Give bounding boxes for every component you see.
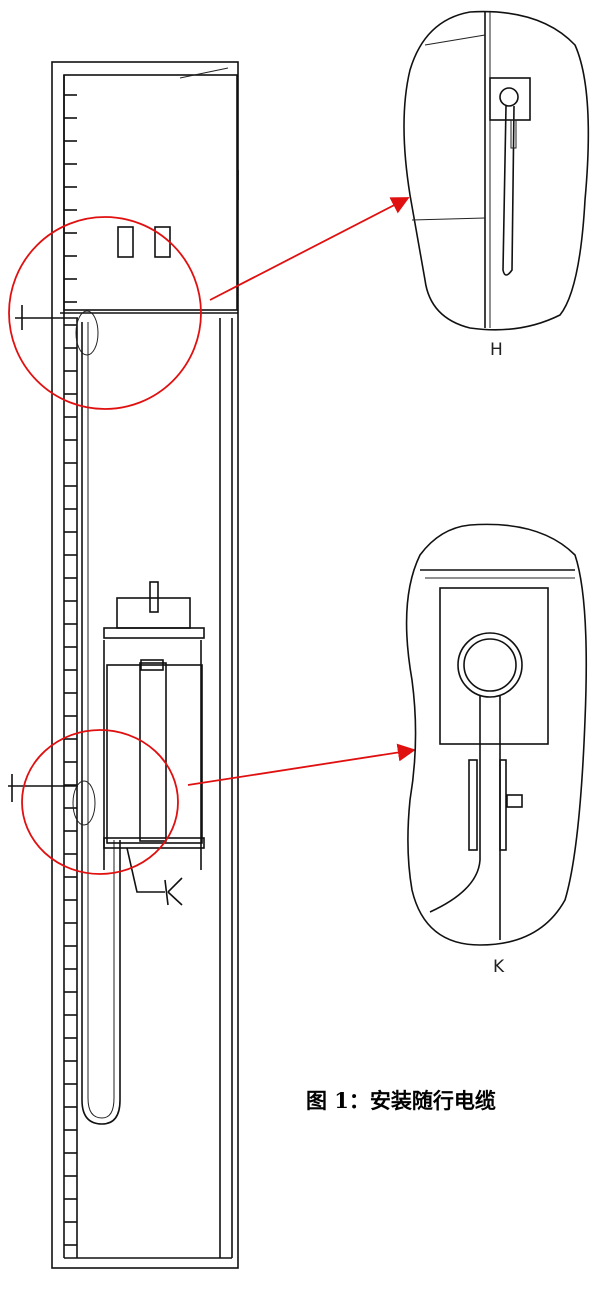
arrow-to-detail-h (209, 197, 410, 301)
landing-door-left (117, 226, 134, 258)
highlight-circle-k (21, 729, 179, 875)
detail-k: K (405, 523, 588, 977)
traveling-cable (81, 322, 121, 1125)
cable-clamp-car (72, 780, 96, 826)
detail-h-label: H (490, 340, 503, 360)
top-landing (15, 67, 239, 356)
elevator-car: K (103, 581, 205, 906)
highlight-circle-h (8, 216, 202, 410)
wall-ladder-ticks (64, 94, 77, 1246)
detail-h: H (403, 10, 590, 360)
cable-clamp-top (75, 310, 99, 356)
detail-k-label: K (493, 957, 505, 977)
shaft (51, 61, 239, 1269)
figure-caption: 图 1：安装随行电缆 (306, 1088, 496, 1113)
arrow-to-detail-k (187, 743, 416, 786)
